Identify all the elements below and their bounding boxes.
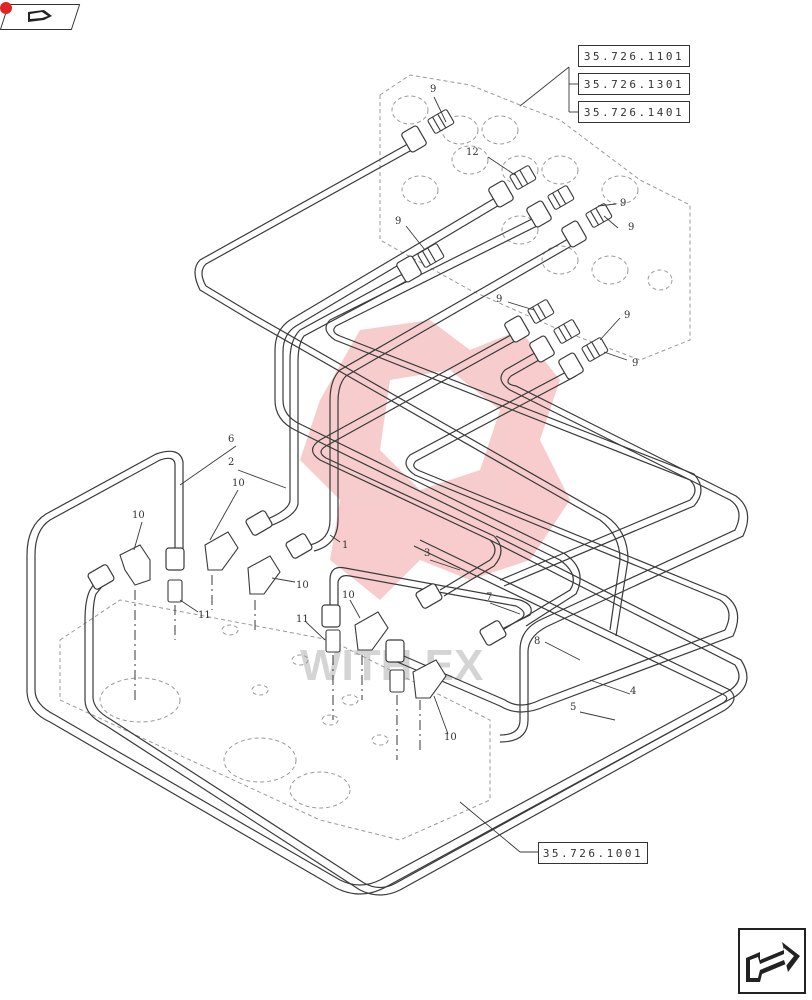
tube-6 — [34, 457, 740, 886]
nut-6 — [165, 547, 185, 571]
callout-10: 10 — [132, 510, 145, 521]
tube-c-inner — [333, 221, 702, 587]
tube-6-inner — [26, 450, 748, 895]
callout-2: 2 — [228, 457, 234, 468]
tube-3-inner — [320, 335, 525, 597]
lower-valve-block — [59, 599, 491, 841]
callout-9: 9 — [628, 222, 634, 233]
watermark-logo — [300, 320, 570, 600]
callout-numbers: 9 12 9 9 9 9 9 9 6 2 10 10 10 1 3 7 8 4 … — [132, 84, 638, 743]
badge-dot — [0, 2, 12, 14]
tube-2-inner — [269, 276, 415, 527]
callout-9: 9 — [632, 358, 638, 369]
callout-4: 4 — [630, 686, 636, 697]
callout-12: 12 — [466, 147, 479, 158]
nut-1 — [285, 533, 313, 559]
tube-3 — [311, 329, 521, 591]
fittings — [87, 125, 587, 663]
tube-4 — [499, 349, 740, 736]
callout-10: 10 — [232, 478, 245, 489]
tube-a — [194, 139, 621, 631]
callout-3: 3 — [424, 548, 430, 559]
nut-9-a — [401, 125, 427, 153]
leader-lines — [133, 66, 631, 853]
tube-b — [274, 194, 574, 621]
nut-9-d — [396, 255, 422, 283]
callout-9: 9 — [395, 216, 401, 227]
upper-valve-block — [379, 74, 691, 361]
nut-9-b — [526, 200, 552, 228]
tube-5 — [84, 539, 735, 896]
next-page-arrow-icon — [738, 928, 806, 994]
ref-link-35-726-1401[interactable]: 35.726.1401 — [578, 101, 690, 123]
ref-link-35-726-1001[interactable]: 35.726.1001 — [538, 842, 648, 864]
nut-9-c — [561, 220, 587, 248]
nut-12 — [488, 180, 514, 208]
tube-1-inner — [313, 240, 581, 552]
callout-6: 6 — [228, 434, 234, 445]
ref-link-35-726-1301[interactable]: 35.726.1301 — [578, 73, 690, 95]
nut-11-a — [321, 604, 341, 628]
tube-8 — [389, 369, 730, 706]
nut-9-g — [558, 352, 584, 380]
nut-2 — [245, 510, 273, 536]
nut-3 — [415, 583, 443, 609]
callout-7: 7 — [486, 592, 492, 603]
callout-10: 10 — [444, 732, 457, 743]
callout-8: 8 — [534, 636, 540, 647]
callout-5: 5 — [570, 702, 576, 713]
nut-8 — [385, 639, 405, 663]
tube-1 — [309, 234, 576, 546]
callout-9: 9 — [496, 294, 502, 305]
tube-2 — [264, 269, 411, 521]
unions — [417, 109, 613, 362]
center-lines — [134, 575, 421, 760]
callout-10: 10 — [342, 590, 355, 601]
callout-1: 1 — [342, 540, 348, 551]
tube-8-inner — [387, 375, 739, 713]
callout-10: 10 — [296, 580, 309, 591]
tube-5-inner — [92, 545, 728, 889]
callout-11: 11 — [296, 614, 309, 625]
nut-9-f — [529, 335, 555, 363]
book-icon — [0, 2, 52, 22]
callout-9: 9 — [624, 310, 630, 321]
callout-11: 11 — [198, 610, 211, 621]
ref-link-35-726-1101[interactable]: 35.726.1101 — [578, 45, 690, 67]
next-page-button[interactable] — [738, 928, 806, 994]
nut-5 — [87, 564, 115, 590]
callout-9: 9 — [430, 84, 436, 95]
tube-4-inner — [499, 355, 749, 743]
tube-set — [26, 139, 749, 896]
nut-7 — [479, 620, 507, 646]
tube-a-inner — [201, 145, 629, 637]
callout-9: 9 — [620, 198, 626, 209]
elbows — [119, 531, 447, 699]
nut-9-e — [504, 315, 530, 343]
tube-b-inner — [282, 200, 581, 627]
